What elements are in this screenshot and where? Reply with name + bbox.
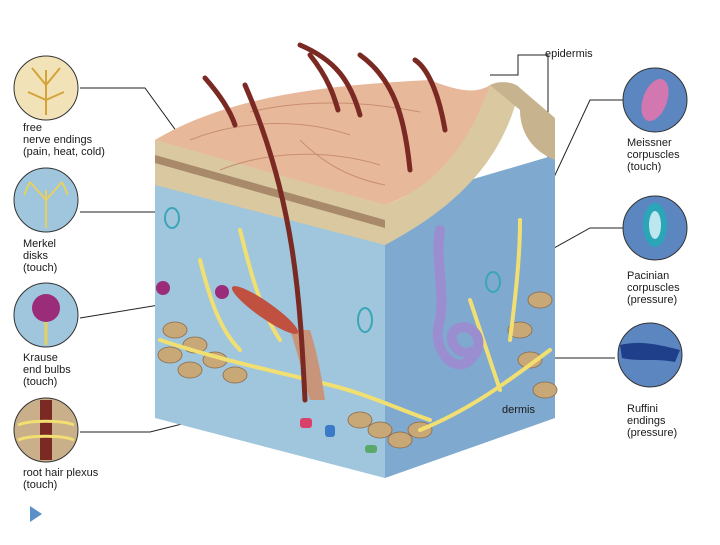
vessel-red: [300, 418, 312, 428]
inset-pacinian: [623, 196, 687, 260]
leader-meissner: [548, 100, 625, 190]
label-free-nerve-endings: free nerve endings (pain, heat, cold): [23, 122, 105, 158]
label-dermis: dermis: [502, 404, 535, 416]
leader-epidermis-a: [490, 55, 540, 75]
inset-meissner: [623, 68, 687, 132]
label-pacinian-corpuscles: Pacinian corpuscles (pressure): [627, 270, 680, 306]
label-ruffini-endings: Ruffini endings (pressure): [627, 403, 677, 439]
label-merkel-disks: Merkel disks (touch): [23, 238, 57, 274]
inset-merkel: [14, 168, 78, 232]
vessel-blue: [325, 425, 335, 437]
krause-bulb-1: [156, 281, 170, 295]
inset-krause: [14, 283, 78, 347]
vessel-green: [365, 445, 377, 453]
skin-block: [155, 80, 557, 478]
inset-free-nerve: [14, 56, 78, 120]
label-krause-end-bulbs: Krause end bulbs (touch): [23, 352, 71, 388]
inset-ruffini: [618, 323, 682, 387]
inset-root-hair: [14, 398, 78, 462]
label-epidermis: epidermis: [545, 48, 593, 60]
next-slide-arrow-icon[interactable]: [30, 506, 42, 522]
krause-bulb-2: [215, 285, 229, 299]
label-root-hair-plexus: root hair plexus (touch): [23, 467, 98, 491]
label-meissner-corpuscles: Meissner corpuscles (touch): [627, 137, 680, 173]
